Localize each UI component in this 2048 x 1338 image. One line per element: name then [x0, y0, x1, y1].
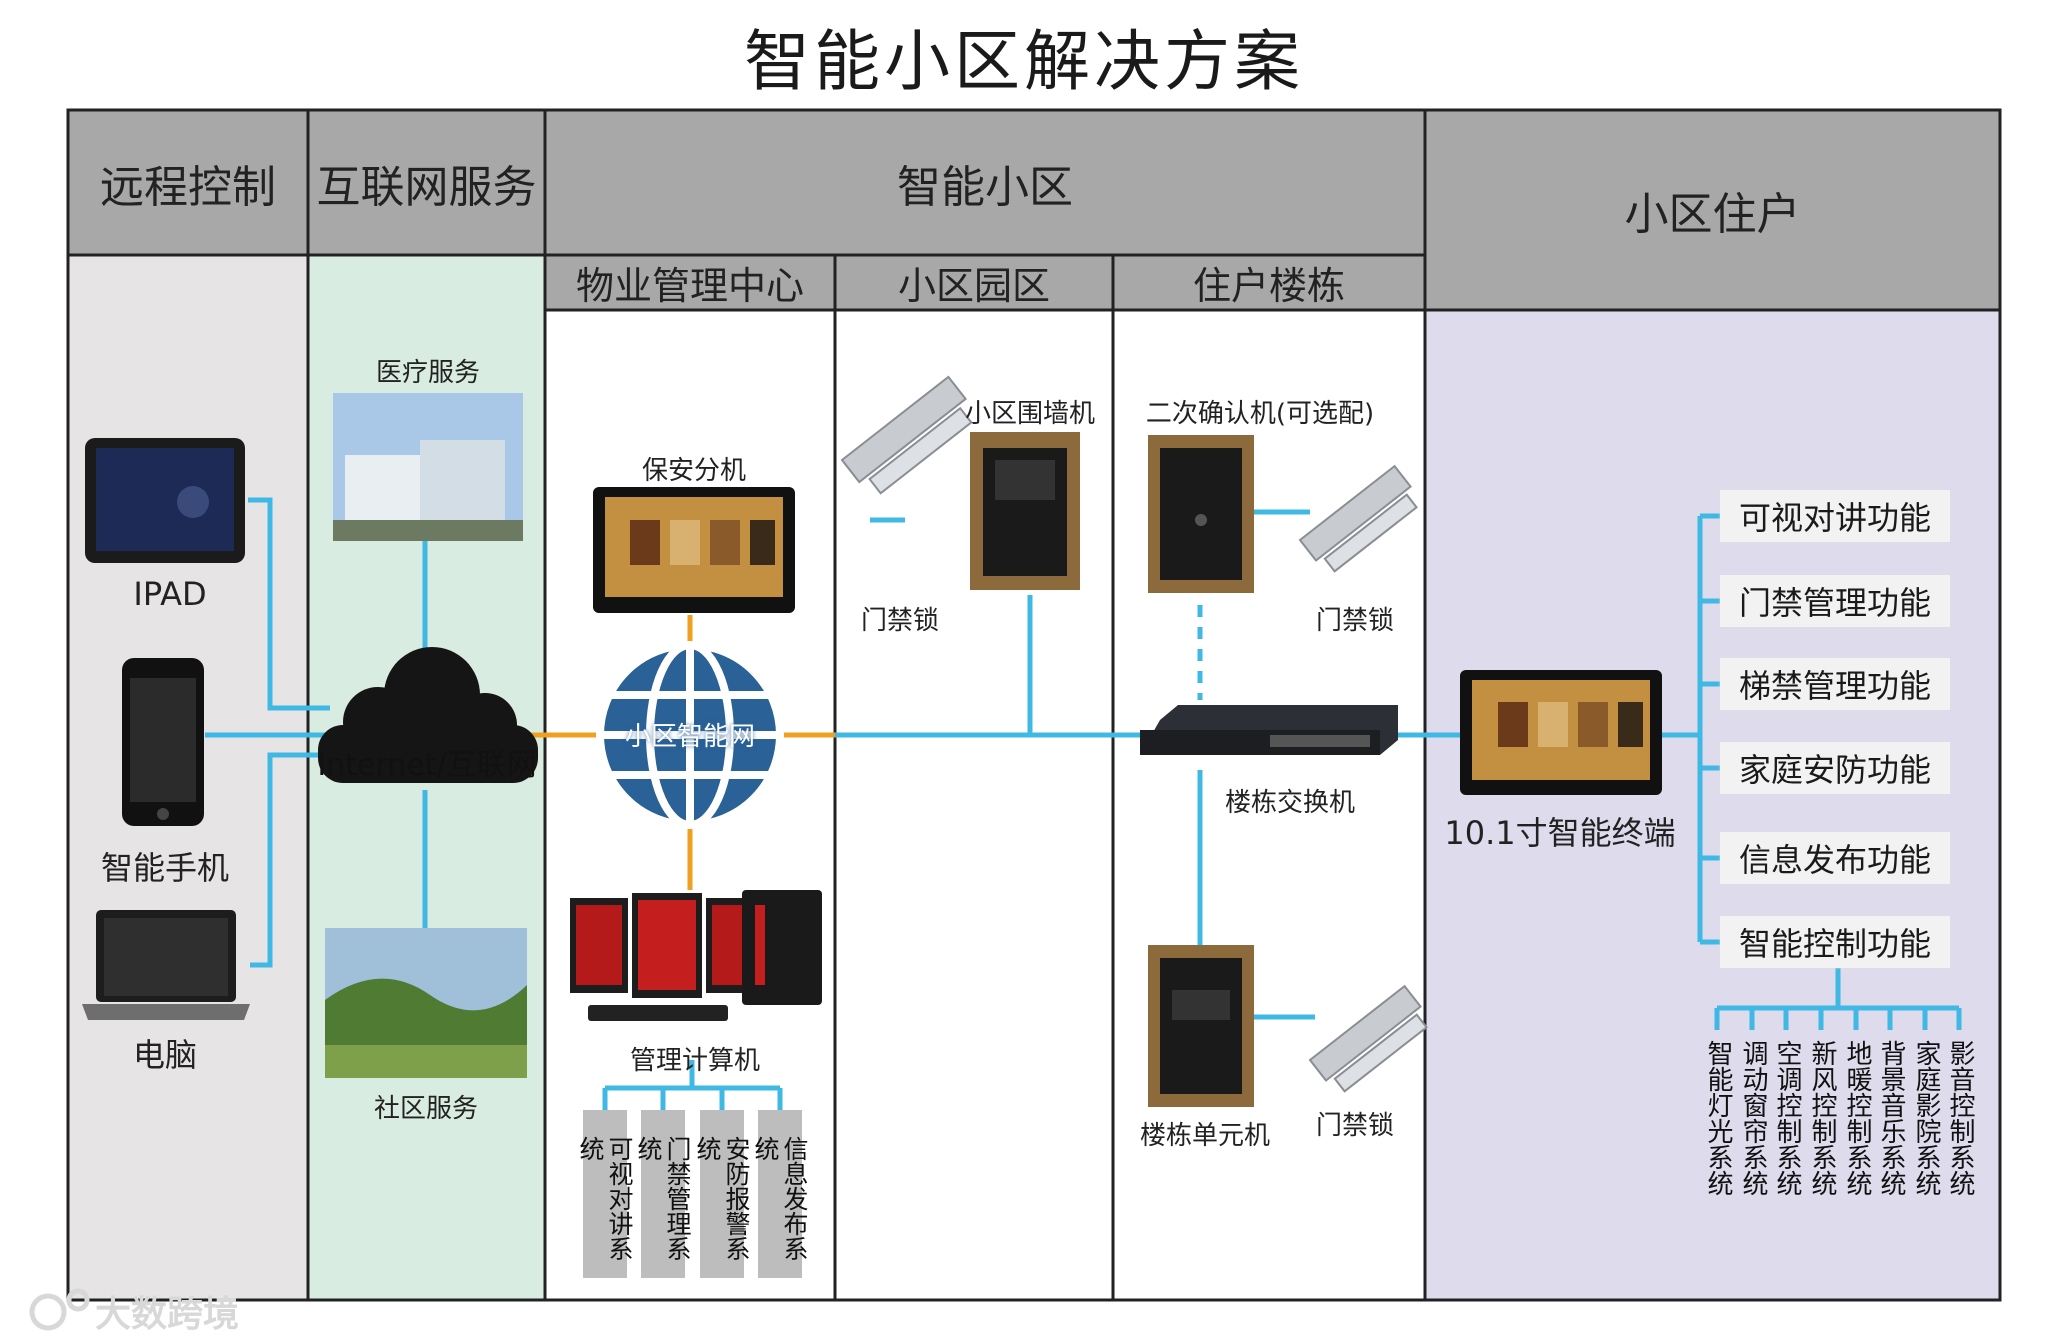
system-box-access: 门禁管理系统	[641, 1110, 685, 1278]
resident-system-lighting: 智能灯光系统	[1703, 1040, 1733, 1196]
system-box-info: 信息发布系统	[758, 1110, 802, 1278]
system-box-intercom: 可视对讲系统	[583, 1110, 627, 1278]
resident-system-fresh-air: 新风控制系统	[1807, 1040, 1837, 1196]
building-switch-label: 楼栋交换机	[1200, 782, 1380, 819]
building-unit-label: 楼栋单元机	[1120, 1115, 1290, 1152]
confirm-unit-icon	[1148, 435, 1254, 593]
confirm-unit-label: 二次确认机(可选配)	[1130, 393, 1390, 430]
park-lock-label: 门禁锁	[845, 600, 955, 637]
computer-label: 电脑	[90, 1030, 240, 1076]
function-smart-control: 智能控制功能	[1720, 916, 1950, 968]
guard-unit-label: 保安分机	[593, 450, 795, 487]
building-lock-top-icon	[1300, 466, 1423, 576]
guard-terminal-icon	[593, 487, 795, 613]
smartphone-label: 智能手机	[80, 843, 250, 889]
park-image	[325, 928, 527, 1078]
resident-system-curtain: 调动窗帘系统	[1738, 1040, 1768, 1196]
resident-system-av-control: 影音控制系统	[1945, 1040, 1975, 1196]
smart-terminal-icon	[1460, 670, 1662, 795]
watermark-text: 大数跨境	[95, 1285, 239, 1337]
building-unit-icon	[1148, 945, 1254, 1107]
building-lock-top-label: 门禁锁	[1300, 600, 1410, 637]
community-network-label: 小区智能网	[605, 716, 775, 753]
community-service-label: 社区服务	[325, 1088, 527, 1125]
resident-system-theater: 家庭影院系统	[1911, 1040, 1941, 1196]
resident-system-aircon: 空调控制系统	[1772, 1040, 1802, 1196]
smartphone-icon	[122, 658, 204, 826]
resident-system-floor-heating: 地暖控制系统	[1842, 1040, 1872, 1196]
management-computer-icon	[570, 890, 822, 1021]
management-pc-label: 管理计算机	[600, 1040, 790, 1077]
building-lock-bottom-icon	[1310, 986, 1433, 1096]
network-switch-icon	[1140, 705, 1398, 755]
ipad-label: IPAD	[90, 575, 250, 613]
building-lock-bottom-label: 门禁锁	[1300, 1105, 1410, 1142]
watermark-logo	[32, 1291, 87, 1328]
internet-cloud-label: Internet/互联网	[312, 740, 542, 784]
function-elevator: 梯禁管理功能	[1720, 658, 1950, 710]
smart-terminal-label: 10.1寸智能终端	[1420, 808, 1700, 854]
function-intercom: 可视对讲功能	[1720, 490, 1950, 542]
system-box-security: 安防报警系统	[700, 1110, 744, 1278]
function-home-security: 家庭安防功能	[1720, 742, 1950, 794]
hospital-image	[333, 393, 523, 541]
ipad-icon	[85, 438, 245, 563]
medical-service-label: 医疗服务	[333, 352, 523, 389]
resident-system-music: 背景音乐系统	[1876, 1040, 1906, 1196]
function-info: 信息发布功能	[1720, 832, 1950, 884]
laptop-icon	[82, 910, 250, 1020]
wall-unit-label: 小区围墙机	[955, 393, 1105, 430]
function-access: 门禁管理功能	[1720, 575, 1950, 627]
wall-unit-icon	[970, 432, 1080, 590]
